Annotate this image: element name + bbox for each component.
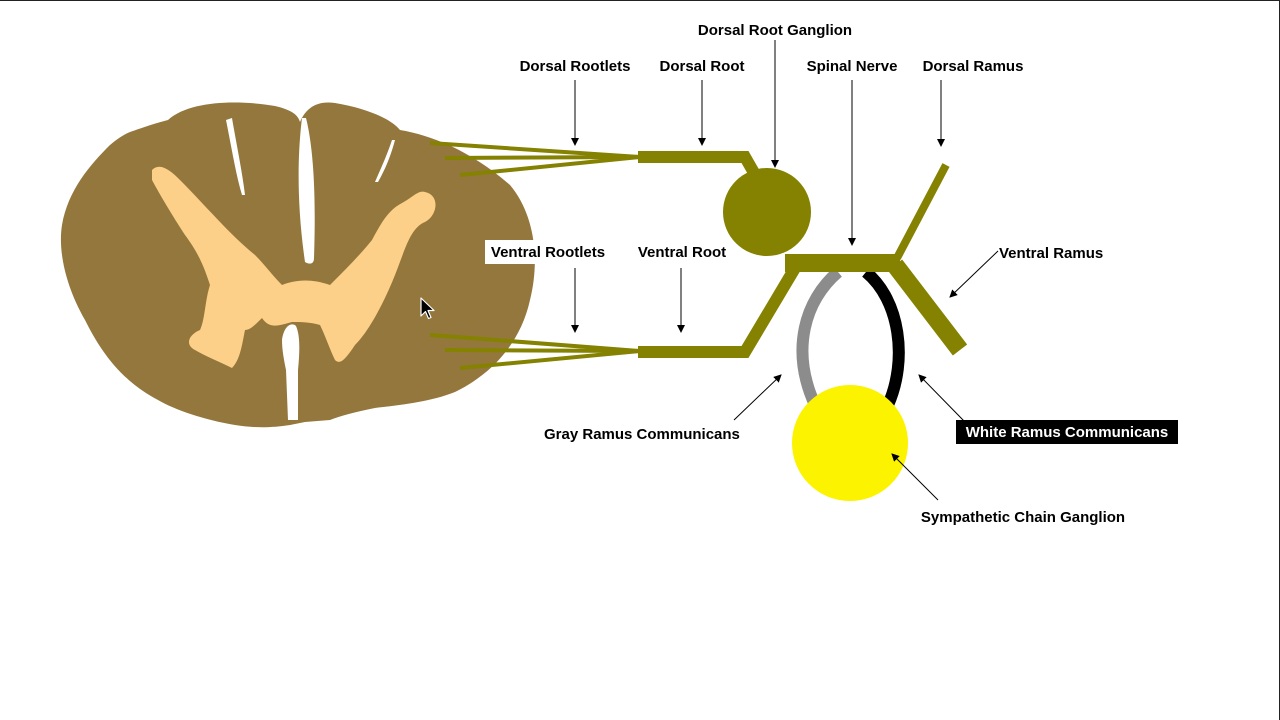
label-dorsal-rootlets: Dorsal Rootlets	[520, 58, 631, 75]
arrow-gray-ramus	[733, 374, 782, 421]
dorsal-lateral-sulcus-left	[226, 118, 245, 195]
white-ramus-label-bg	[956, 420, 1178, 444]
dorsal-rootlets	[429, 141, 641, 177]
arrow-sympathetic-ganglion	[891, 453, 939, 501]
arrow-white-ramus	[918, 374, 965, 422]
dorsal-root-ganglion	[723, 168, 811, 256]
anterior-median-fissure	[282, 324, 300, 420]
label-spinal-nerve: Spinal Nerve	[807, 58, 898, 75]
label-dorsal-root: Dorsal Root	[659, 58, 744, 75]
label-dorsal-ramus: Dorsal Ramus	[923, 58, 1024, 75]
label-gray-ramus-communicans: Gray Ramus Communicans	[544, 426, 740, 443]
dorsal-lateral-sulcus-right	[375, 140, 395, 182]
ventral-root	[638, 264, 801, 358]
label-ventral-ramus: Ventral Ramus	[999, 245, 1103, 262]
mouse-pointer-icon	[420, 297, 435, 320]
gray-ramus-communicans	[796, 267, 843, 408]
label-ventral-rootlets: Ventral Rootlets	[491, 244, 605, 261]
posterior-median-sulcus	[298, 118, 315, 264]
dorsal-root	[638, 151, 763, 181]
ventral-rootlets-label-bg	[485, 240, 611, 264]
ventral-rootlets	[429, 333, 641, 370]
dorsal-ramus	[893, 163, 950, 260]
label-ventral-root: Ventral Root	[638, 244, 726, 261]
arrow-ventral-ramus	[949, 250, 999, 298]
spinal-cord-gray-matter	[152, 166, 436, 368]
label-sympathetic-chain-ganglion: Sympathetic Chain Ganglion	[921, 509, 1125, 526]
white-ramus-communicans	[861, 267, 905, 408]
ventral-ramus	[887, 259, 968, 356]
label-dorsal-root-ganglion: Dorsal Root Ganglion	[698, 22, 852, 39]
sympathetic-chain-ganglion	[792, 385, 908, 501]
label-white-ramus-communicans: White Ramus Communicans	[966, 424, 1169, 441]
